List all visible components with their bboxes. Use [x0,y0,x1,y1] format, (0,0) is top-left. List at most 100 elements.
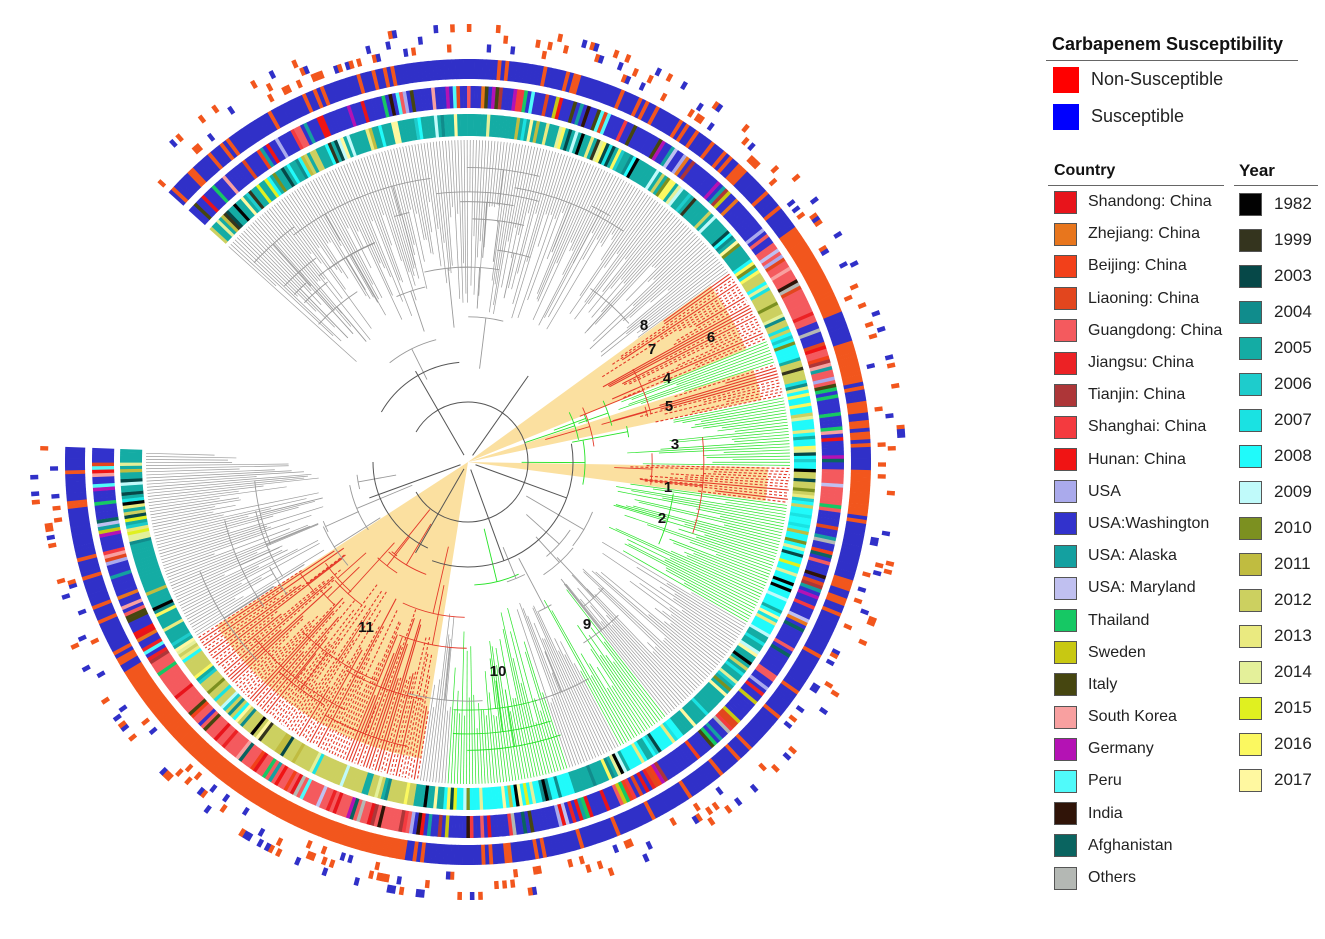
susceptibility-ring-segment [451,59,457,80]
tree-leaf-branch [696,536,775,563]
country-ring-segment [720,198,739,217]
legend-label: USA [1088,482,1121,500]
outer-mark [876,325,886,333]
country-ring-segment [108,566,131,577]
tree-leaf-branch [285,682,318,729]
year-ring-segment [654,727,671,748]
tree-leaf-branch [146,452,215,456]
country-ring-segment [582,795,594,818]
susceptibility-ring-segment [848,499,870,506]
tree-leaf-branch [613,661,658,723]
outer-mark [494,880,499,890]
year-ring-segment [609,148,623,170]
year-ring-segment [526,119,534,142]
tree-leaf-branch [241,232,335,328]
country-ring-segment [250,153,267,174]
susceptibility-ring-segment [850,466,871,471]
tree-internal-branch [347,542,395,594]
tree-leaf-branch [548,180,625,318]
susceptibility-ring-segment [86,585,107,596]
susceptibility-ring-segment [839,362,860,372]
country-ring-segment [586,794,598,817]
tree-root-branch [415,401,529,523]
tree-leaf-branch [676,299,747,342]
tree-leaf-branch [587,205,664,305]
year-ring-segment [285,739,300,761]
country-ring-segment [732,211,752,230]
year-ring-segment [763,595,786,609]
legend-label: Thailand [1088,611,1150,629]
outer-mark [449,871,455,880]
tree-leaf-branch [225,579,335,676]
tree-leaf-branch [420,143,430,203]
country-ring-segment [349,797,360,820]
country-ring-segment [390,808,399,831]
susceptibility-ring-segment [659,791,673,812]
country-ring-segment [623,778,637,800]
legend-swatch [1054,448,1077,472]
country-ring-segment [111,575,134,587]
tree-leaf-branch [197,570,302,639]
year-ring-segment [793,471,816,476]
country-ring-segment [207,717,226,737]
year-ring-segment [528,781,537,804]
tree-leaf-branch [517,147,539,236]
country-ring-segment [332,792,344,814]
susceptibility-ring-segment [699,141,716,160]
susceptibility-ring-segment [257,116,272,136]
year-ring-segment [553,126,564,149]
year-ring-segment [779,360,802,370]
tree-internal-branch [504,689,516,747]
year-ring-segment [759,604,782,618]
country-ring-segment [339,107,351,130]
tree-leaf-branch [420,684,436,781]
susceptibility-ring-segment [850,473,871,479]
tree-leaf-branch [495,648,517,781]
country-ring-segment [165,671,186,689]
tree-leaf-branch [476,728,480,784]
tree-leaf-branch [435,141,450,271]
legend-swatch [1054,769,1077,793]
susceptibility-ring-segment [134,677,154,692]
legend-label: 2008 [1274,446,1312,465]
country-ring-segment [420,88,427,111]
country-ring-segment [94,502,117,510]
year-ring-segment [695,693,714,712]
year-ring-segment [211,223,231,242]
tree-leaf-branch [622,315,756,385]
tree-leaf-branch [497,142,508,223]
susceptibility-ring-segment [367,70,377,92]
year-ring-segment [773,341,796,353]
tree-leaf-branch [366,156,402,262]
tree-leaf-branch [606,614,685,702]
legend-swatch [1239,372,1262,396]
susceptibility-ring-segment [187,169,205,188]
year-ring-segment [772,338,795,350]
country-ring-segment [92,451,115,456]
outer-mark [783,720,793,730]
outer-mark [597,54,605,64]
country-ring-segment [808,358,831,369]
year-ring-segment [771,578,793,590]
susceptibility-ring-segment [693,769,709,789]
susceptibility-ring-segment [778,683,798,699]
tree-leaf-branch [148,486,287,507]
susceptibility-ring-segment [420,61,427,82]
country-ring-segment [195,199,215,218]
susceptibility-ring-segment [613,89,626,110]
outer-mark [581,39,588,49]
tree-leaf-branch [599,654,651,728]
legend-swatch [1054,222,1077,246]
year-ring-segment [447,114,452,137]
tree-leaf-branch [314,626,380,746]
tree-leaf-branch [631,347,770,400]
country-ring-segment [283,770,298,792]
year-ring-segment [552,775,563,798]
year-ring-segment [741,637,762,653]
outer-mark [843,623,853,631]
tree-leaf-branch [168,524,309,581]
tree-leaf-branch [665,567,753,614]
country-ring-segment [557,98,568,121]
susceptibility-ring-segment [469,844,474,865]
year-ring-segment [582,765,594,788]
